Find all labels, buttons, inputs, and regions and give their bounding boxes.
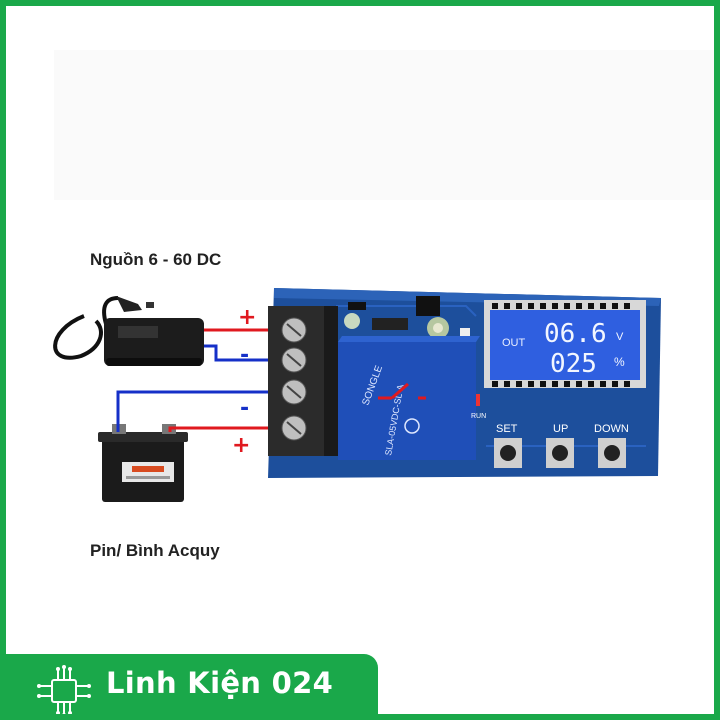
wiring-diagram-photo: SONGLE SLA-05VDC-SL-A OUT 06.6 V 025 % S… — [53, 288, 661, 502]
up-label: UP — [553, 423, 568, 435]
down-label: DOWN — [594, 423, 629, 435]
battery — [98, 424, 188, 502]
power-source-label: Nguồn 6 - 60 DC — [90, 250, 222, 269]
terminal-block — [268, 306, 338, 456]
background-band — [54, 50, 714, 200]
lcd-percent-unit: % — [614, 355, 625, 369]
up-button — [546, 438, 574, 468]
lcd-voltage-value: 06.6 — [544, 319, 607, 349]
relay: SONGLE SLA-05VDC-SL-A — [338, 336, 480, 460]
switch-symbol — [378, 382, 426, 400]
polarity-top-plus: + — [238, 305, 256, 330]
lcd-out-label: OUT — [502, 337, 526, 349]
lcd-voltage-unit: V — [616, 331, 624, 343]
battery-label: Pin/ Bình Acquy — [90, 541, 220, 560]
polarity-top-minus: - — [240, 343, 249, 368]
chip-logo-icon — [37, 665, 91, 714]
set-label: SET — [496, 423, 518, 435]
set-button — [494, 438, 522, 468]
down-button — [598, 438, 626, 468]
lcd-module: OUT 06.6 V 025 % — [484, 300, 646, 388]
power-adapter — [53, 296, 204, 366]
polarity-bottom-plus: + — [232, 433, 250, 458]
brand-name: Linh Kiện 024 — [106, 666, 334, 700]
brand-banner: Linh Kiện 024 — [6, 654, 378, 714]
lcd-percent-value: 025 — [550, 349, 597, 379]
run-label: RUN — [471, 413, 486, 420]
polarity-bottom-minus: - — [240, 396, 249, 421]
